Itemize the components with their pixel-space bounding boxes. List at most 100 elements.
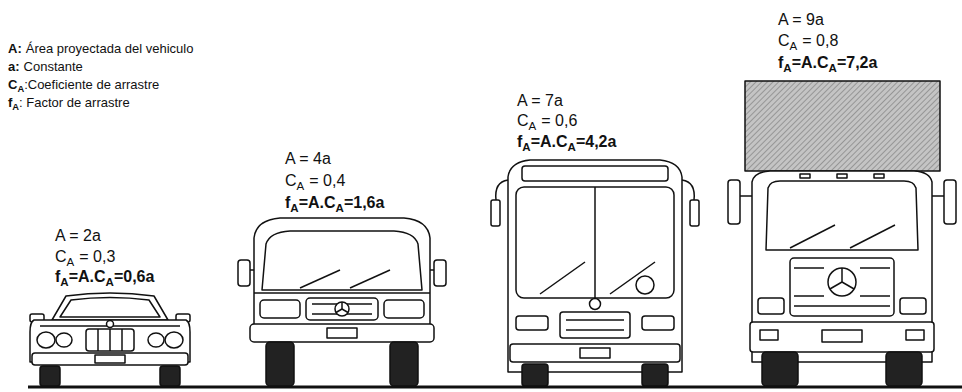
drawing-rect — [560, 312, 630, 338]
drawing-rect — [516, 187, 674, 298]
drag-factor: fA=A.CA=4,2a — [517, 133, 616, 151]
bus-front — [491, 160, 699, 386]
drag-coefficient: CA= 0,8 — [778, 32, 838, 50]
label-text: C — [778, 32, 790, 49]
label-text: =A.C — [299, 194, 336, 211]
subscript-text: A — [12, 102, 19, 112]
drawing-line — [109, 329, 111, 351]
subscript-text: A — [790, 40, 798, 52]
drawing-path — [60, 298, 160, 318]
subscript-text: A — [568, 141, 576, 153]
car-front — [30, 293, 190, 386]
area-value: A = 7a — [517, 92, 563, 110]
label-text: C — [8, 77, 17, 92]
label-text: =A.C — [69, 268, 106, 285]
drawing-rect — [160, 366, 180, 386]
label-text: =A.C — [531, 133, 568, 150]
drawing-line — [566, 319, 624, 321]
drawing-path — [508, 160, 682, 372]
label-text: = 0,3 — [79, 248, 115, 265]
drawing-line — [850, 225, 895, 248]
drawing-ellipse — [148, 333, 164, 347]
drawing-rect — [874, 174, 884, 178]
drawing-rect — [260, 300, 300, 318]
drawing-ellipse — [56, 333, 72, 347]
drawing-rect — [762, 352, 798, 386]
drawing-line — [254, 292, 430, 294]
label-text: =4,2a — [576, 133, 616, 150]
drawing-rect — [758, 298, 784, 314]
drawing-line — [594, 187, 596, 298]
subscript-text: A — [529, 120, 537, 132]
drawing-rect — [886, 352, 922, 386]
drawing-rect — [40, 366, 60, 386]
drawing-line — [932, 195, 944, 197]
legend-line: fA: Factor de arrastre — [8, 94, 130, 112]
drawing-path — [766, 181, 918, 250]
truck-front — [728, 81, 956, 386]
drawing-line — [540, 262, 585, 294]
drawing-rect — [642, 316, 674, 330]
drawing-rect — [944, 180, 956, 224]
label-text: A = 7a — [517, 92, 563, 109]
drawing-rect — [900, 298, 926, 314]
area-value: A = 4a — [285, 150, 331, 168]
drawing-rect — [516, 316, 548, 330]
subscript-text: A — [67, 256, 75, 268]
drag-coefficient: CA= 0,6 — [517, 112, 577, 130]
drawing-line — [341, 302, 343, 309]
drawing-line — [566, 329, 624, 331]
drag-coefficient: CA= 0,4 — [285, 172, 345, 190]
drawing-path — [254, 218, 430, 340]
drawing-rect — [390, 342, 418, 386]
drawing-rect — [384, 300, 424, 318]
drawing-rect — [790, 258, 894, 316]
drawing-rect — [822, 330, 862, 342]
drawing-path — [262, 231, 422, 290]
label-text: f — [285, 194, 290, 211]
drawing-path — [682, 180, 694, 200]
drawing-rect — [327, 328, 357, 338]
label-text: Constante — [24, 59, 83, 74]
drawing-line — [842, 282, 854, 289]
drawing-ellipse — [37, 332, 55, 348]
drawing-rect — [510, 344, 680, 362]
drawing-line — [350, 270, 390, 288]
label-text: : Factor de arrastre — [19, 95, 130, 110]
label-text: A: — [8, 41, 22, 56]
drawing-rect — [580, 348, 610, 358]
drawing-circle — [107, 321, 114, 328]
drag-factor: fA=A.CA=7,2a — [778, 54, 877, 72]
label-text: Área proyectada del vehiculo — [26, 41, 194, 56]
drawing-rect — [750, 322, 934, 352]
label-text: a: — [8, 59, 20, 74]
label-text: f — [517, 133, 522, 150]
label-text: f — [778, 54, 783, 71]
drawing-rect — [837, 174, 847, 178]
label-text: = 0,4 — [309, 172, 345, 189]
drawing-circle — [636, 276, 654, 294]
drawing-rect — [522, 166, 668, 181]
label-text: =A.C — [792, 54, 829, 71]
legend-line: a: Constante — [8, 58, 83, 76]
drawing-rect — [522, 364, 548, 386]
subscript-text: A — [336, 202, 344, 214]
drawing-line — [794, 295, 824, 297]
subscript-text: A — [783, 62, 791, 74]
drawing-g — [28, 81, 962, 387]
drawing-rect — [760, 330, 778, 340]
label-text: f — [55, 268, 60, 285]
drag-factor: fA=A.CA=1,6a — [285, 194, 384, 212]
drawing-circle — [335, 302, 349, 316]
cargo-box — [745, 81, 940, 171]
label-text: = 0,6 — [541, 112, 577, 129]
drawing-line — [860, 267, 890, 269]
drawing-line — [610, 262, 655, 294]
van-front — [238, 218, 446, 386]
drawing-circle — [590, 299, 601, 310]
drawing-rect — [690, 200, 699, 226]
drawing-rect — [306, 298, 378, 320]
subscript-text: A — [60, 276, 68, 288]
drawing-rect — [238, 260, 250, 286]
label-text: :Coeficiente de arrastre — [24, 77, 159, 92]
